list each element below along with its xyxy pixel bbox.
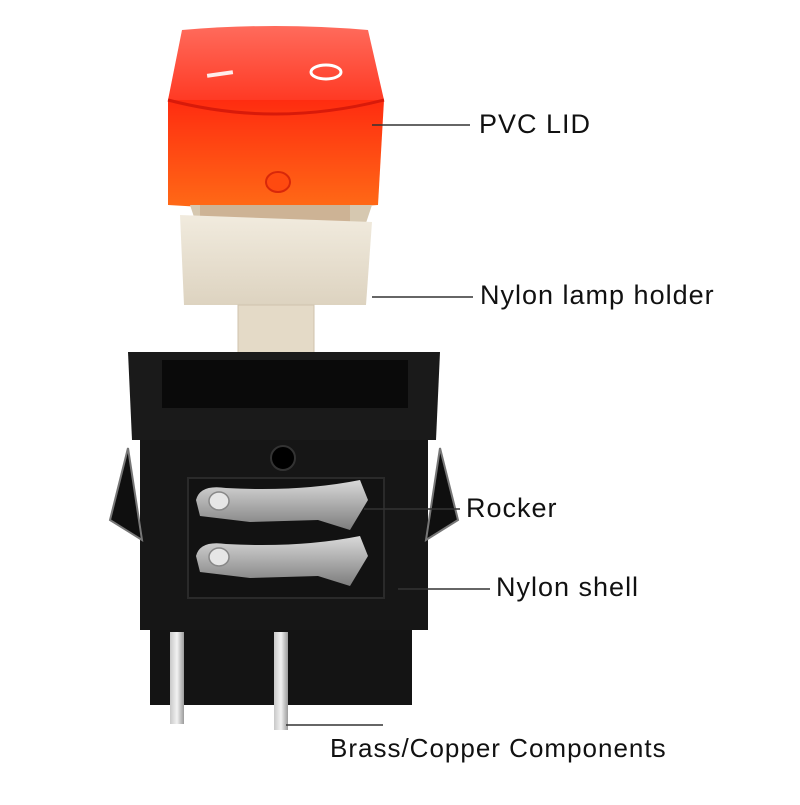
lid-off-mark — [206, 70, 234, 78]
rocker-contacts — [196, 480, 368, 586]
terminal-left — [170, 632, 184, 724]
pvc-lid — [167, 26, 385, 209]
rocker-contact-lower — [196, 536, 368, 586]
shell-clip-right — [424, 447, 460, 543]
lid-lens — [265, 171, 291, 193]
rocker-rivet-lower — [208, 547, 230, 567]
rocker-contact-upper — [196, 480, 368, 530]
lid-on-mark — [309, 63, 343, 81]
label-nylon-shell: Nylon shell — [496, 572, 640, 602]
rocker-rivet-upper — [208, 491, 230, 511]
lid-top-face — [168, 26, 384, 100]
brass-terminals — [170, 632, 288, 730]
label-nylon-lamp-holder: Nylon lamp holder — [480, 280, 715, 310]
shell-opening — [162, 360, 408, 408]
shell-clip-left — [108, 447, 144, 543]
label-brass-copper: Brass/Copper Components — [330, 733, 667, 763]
holder-body — [180, 215, 372, 305]
terminal-right — [274, 632, 288, 730]
lid-ridge — [167, 98, 385, 116]
leader-lines — [286, 124, 490, 726]
shell-hole — [270, 445, 296, 471]
label-rocker: Rocker — [466, 493, 558, 523]
label-pvc-lid: PVC LID — [479, 109, 592, 139]
lid-front-face — [168, 100, 384, 209]
